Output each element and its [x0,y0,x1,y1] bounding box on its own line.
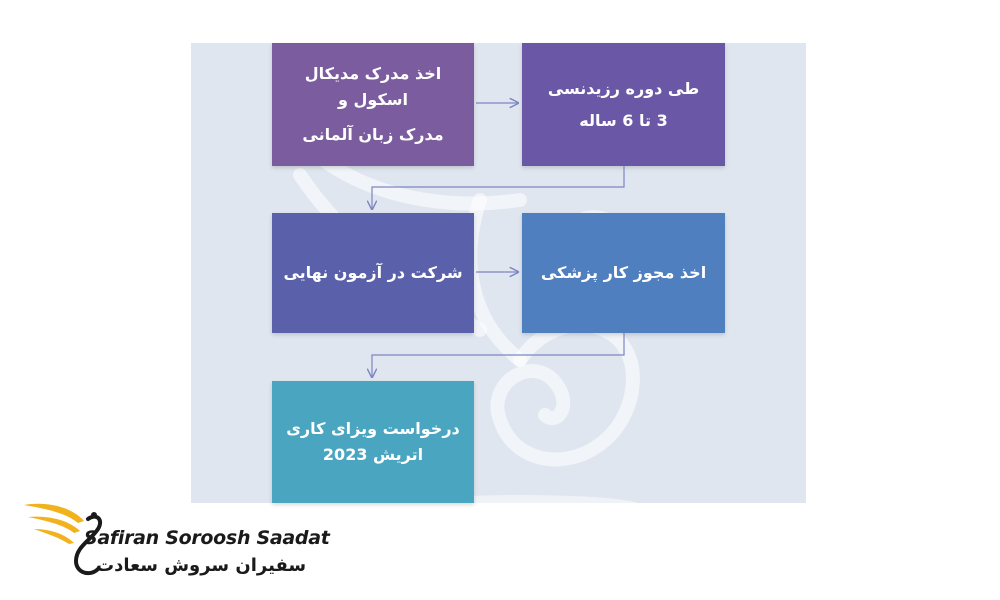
brand-name-persian: سفیران سروش سعادت [96,555,307,576]
step-2-line-1: طی دوره رزیدنسی [547,78,700,98]
arrow-step4-to-step5 [372,333,625,377]
step-2-line-2: 3 تا 6 ساله [579,110,668,130]
step-3-line-1: شرکت در آزمون نهایی [283,263,463,283]
step-1-line-3: مدرک زبان آلمانی [302,125,444,145]
step-5-line-2: اتریش 2023 [322,445,424,464]
brand-name-english: Safiran Soroosh Saadat [84,527,330,549]
step-license-box: اخذ مجوز کار پزشکی [522,213,725,333]
step-1-line-1: اخذ مدرک مدیکال [304,64,442,84]
step-medical-school-box: اخذ مدرک مدیکال اسکول و مدرک زبان آلمانی [272,43,474,166]
step-4-line-1: اخذ مجوز کار پزشکی [540,263,707,283]
arrow-step2-to-step3 [372,166,625,209]
step-residency-box: طی دوره رزیدنسی 3 تا 6 ساله [522,43,725,166]
step-5-line-1: درخواست ویزای کاری [286,419,460,439]
company-logo-icon [24,503,103,576]
step-visa-box: درخواست ویزای کاری اتریش 2023 [272,381,474,503]
step-final-exam-box: شرکت در آزمون نهایی [272,213,474,333]
step-1-line-2: اسکول و [338,89,408,109]
